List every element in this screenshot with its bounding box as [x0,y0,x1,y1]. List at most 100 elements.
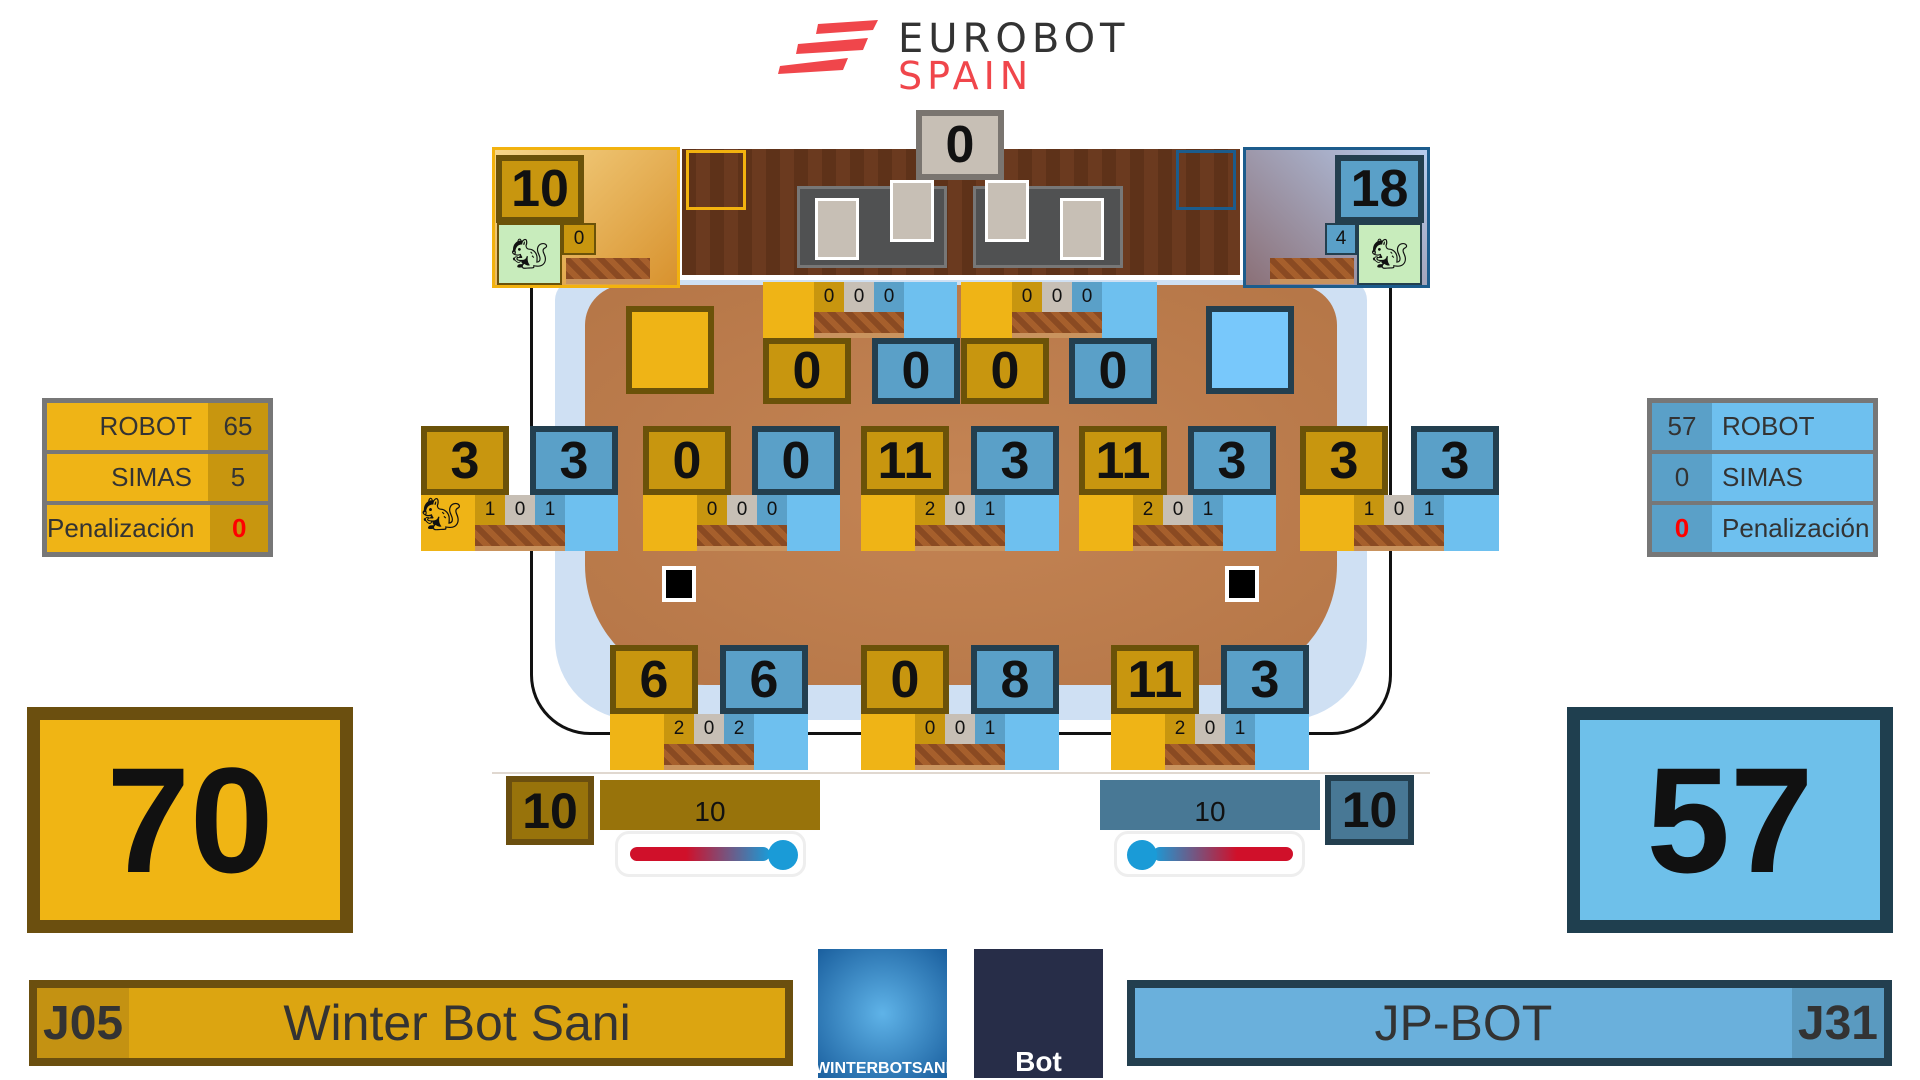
yellow-team-bar: J05 Winter Bot Sani [29,980,793,1066]
yellow-nest-crate-icon [566,258,650,284]
yellow-pad [961,282,1012,338]
blue-pad [1005,714,1059,770]
blue-temperature-box: 10 [1325,775,1414,845]
acorn-crate-icon [664,744,754,770]
tray-slot [815,198,859,260]
yellow-pad [1111,714,1165,770]
yellow-nest-count: 0 [562,223,596,255]
middle-group-2-yellow-score: 11 [861,426,949,495]
counter-value: 0 [844,282,874,312]
counter-value: 1 [475,495,505,525]
yellow-squirrel-nest-icon: 🐿 [497,223,562,285]
tray-slot [985,180,1029,242]
acorn-crate-icon [1354,525,1444,551]
blue-pad [1444,495,1499,551]
counter-value: 1 [1414,495,1444,525]
acorn-crate-icon [915,525,1005,551]
blue-team-bar: JP-BOT J31 [1127,980,1892,1066]
tray-slot [890,180,934,242]
middle-group-4-blue-score: 3 [1411,426,1499,495]
blue-temperature-bar: 10 [1100,780,1320,830]
counter-value: 0 [694,714,724,744]
aruco-marker-left [662,566,696,602]
middle-group-3-yellow-score: 11 [1079,426,1167,495]
blue-nest-count: 4 [1325,223,1357,255]
counter-value: 1 [1354,495,1384,525]
counter-value: 0 [1042,282,1072,312]
bottom-group-2-blue-score: 3 [1221,645,1309,714]
bottom-group-1-yellow-score: 0 [861,645,949,714]
blue-team-name: JP-BOT [1374,995,1553,1051]
eurobot-spain-logo: EUROBOT SPAIN [778,12,1148,98]
counter-value: 0 [1163,495,1193,525]
counter-value: 1 [975,714,1005,744]
acorn-crate-icon [1012,312,1102,338]
counter-value: 2 [1133,495,1163,525]
bottom-group-0-blue-score: 6 [720,645,808,714]
blue-area-square [1206,306,1294,394]
blue-team-code: J31 [1791,988,1884,1058]
yellow-thermometer-icon [615,831,806,877]
bottom-group-1-blue-score: 8 [971,645,1059,714]
counter-value: 1 [535,495,565,525]
yellow-area-square [626,306,714,394]
counter-value: 0 [915,714,945,744]
mid-score-1: 0 [872,338,960,404]
logo-line1: EUROBOT [898,16,1130,62]
counter-value: 1 [1193,495,1223,525]
acorn-crate-icon [475,525,565,551]
blue-pad [1223,495,1276,551]
blue-pad [754,714,808,770]
value: 0 [1652,505,1712,552]
yellow-pad [861,714,915,770]
blue-pad [565,495,618,551]
counter-value: 0 [814,282,844,312]
counter-value: 1 [975,495,1005,525]
middle-group-1-blue-score: 0 [752,426,840,495]
counter-value: 0 [757,495,787,525]
squirrel-icon: 🐿 [421,495,475,551]
label: SIMAS [1712,454,1873,501]
blue-team-logo: Bot [974,949,1103,1078]
blue-pad [787,495,840,551]
middle-group-3-blue-score: 3 [1188,426,1276,495]
logo-stripes-icon [778,20,878,74]
yellow-temperature-bar: 10 [600,780,820,830]
blue-pad [1255,714,1309,770]
blue-total-score: 57 [1567,707,1893,933]
middle-group-2-blue-score: 3 [971,426,1059,495]
yellow-team-logo: WINTERBOTSANI [815,949,950,1078]
mid-score-2: 0 [961,338,1049,404]
yellow-pad [763,282,814,338]
yellow-start-marker [686,150,746,210]
counter-value: 1 [1225,714,1255,744]
counter-value: 0 [945,495,975,525]
yellow-pad [1300,495,1354,551]
yellow-temperature-box: 10 [506,776,594,845]
blue-nest-score: 18 [1335,155,1424,223]
counter-value: 0 [727,495,757,525]
blue-thermometer-icon [1114,831,1305,877]
counter-value: 2 [915,495,945,525]
label: Penalización [1712,505,1873,552]
value: 65 [208,403,268,450]
center-top-score: 0 [916,110,1004,180]
counter-value: 2 [664,714,694,744]
counter-value: 0 [1012,282,1042,312]
middle-group-0-yellow-score: 3 [421,426,509,495]
